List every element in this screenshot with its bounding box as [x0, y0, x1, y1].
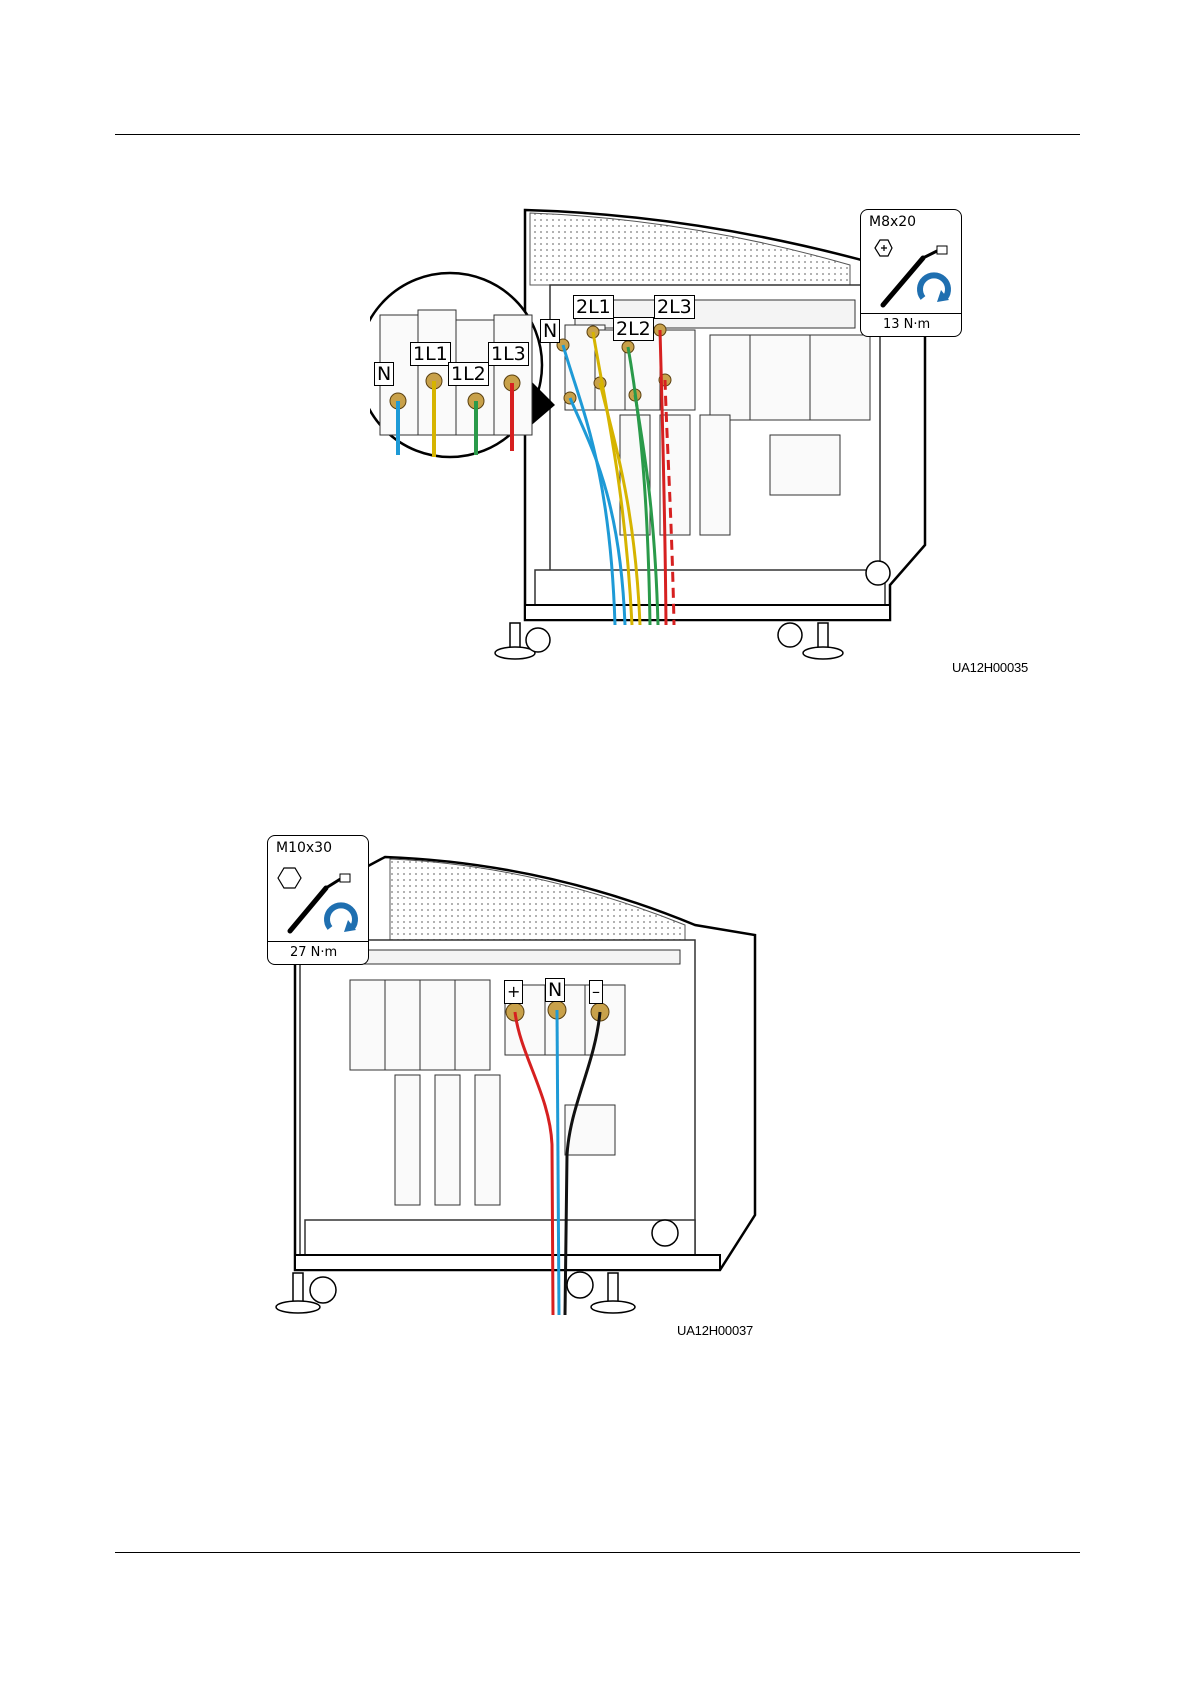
figure-2: + N – M10x30 27 N·m UA12H00037: [275, 835, 765, 1340]
terminal-label-n: N: [545, 978, 565, 1002]
torque-value: 13 N·m: [861, 313, 961, 336]
tool-callout-2: M10x30 27 N·m: [267, 835, 369, 965]
torque-wrench-icon: [268, 836, 368, 942]
terminal-label-1l2: 1L2: [448, 362, 489, 386]
torque-wrench-icon: [861, 210, 961, 314]
terminal-label-1l3: 1L3: [488, 342, 529, 366]
terminal-label-n-detail: N: [374, 362, 394, 386]
terminal-label-2l2: 2L2: [613, 317, 654, 341]
terminal-label-minus: –: [589, 980, 603, 1004]
footer-rule: [115, 1552, 1080, 1553]
terminal-label-2l1: 2L1: [573, 295, 614, 319]
terminal-label-1l1: 1L1: [410, 342, 451, 366]
terminal-label-2l3: 2L3: [654, 295, 695, 319]
figure-id: UA12H00035: [952, 660, 1028, 675]
figure-id: UA12H00037: [677, 1323, 753, 1338]
header-rule: [115, 134, 1080, 135]
figure-1: N 1L1 1L2 1L3 N 2L1 2L2 2L3 M8x20 13 N·m…: [370, 205, 1000, 685]
tool-callout-1: M8x20 13 N·m: [860, 209, 962, 337]
terminal-label-n-main: N: [540, 319, 560, 343]
torque-value: 27 N·m: [268, 941, 368, 964]
terminal-label-plus: +: [504, 980, 523, 1004]
